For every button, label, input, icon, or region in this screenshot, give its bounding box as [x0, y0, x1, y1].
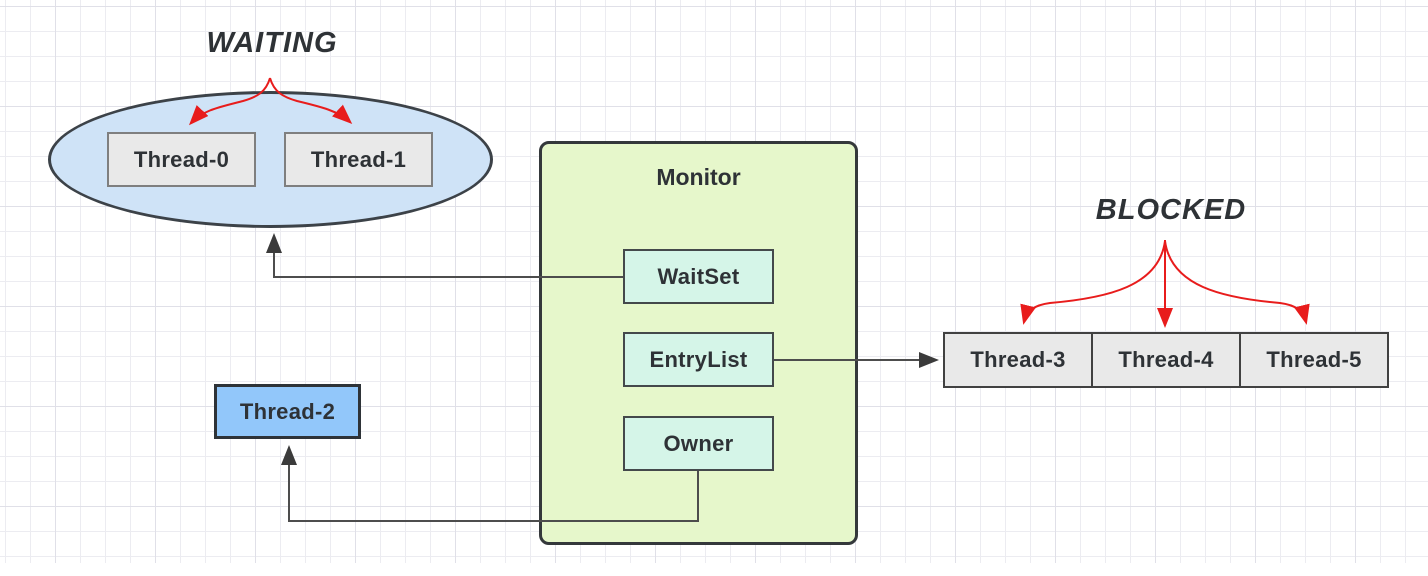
monitor-field-entrylist: EntryList — [623, 332, 774, 387]
blocked-branch-right — [1164, 240, 1310, 325]
node-thread-3: Thread-3 — [943, 332, 1093, 388]
blocked-branch-left — [1020, 240, 1166, 325]
monitor-field-owner: Owner — [623, 416, 774, 471]
node-thread-0: Thread-0 — [107, 132, 256, 187]
monitor-title: Monitor — [656, 164, 741, 190]
node-thread-1: Thread-1 — [284, 132, 433, 187]
node-thread-2: Thread-2 — [214, 384, 361, 439]
monitor-field-waitset: WaitSet — [623, 249, 774, 304]
blocked-label: BLOCKED — [1095, 194, 1247, 226]
canvas-bottom-margin — [0, 563, 1428, 576]
waiting-label: WAITING — [206, 27, 338, 59]
node-thread-4: Thread-4 — [1091, 332, 1241, 388]
node-thread-5: Thread-5 — [1239, 332, 1389, 388]
